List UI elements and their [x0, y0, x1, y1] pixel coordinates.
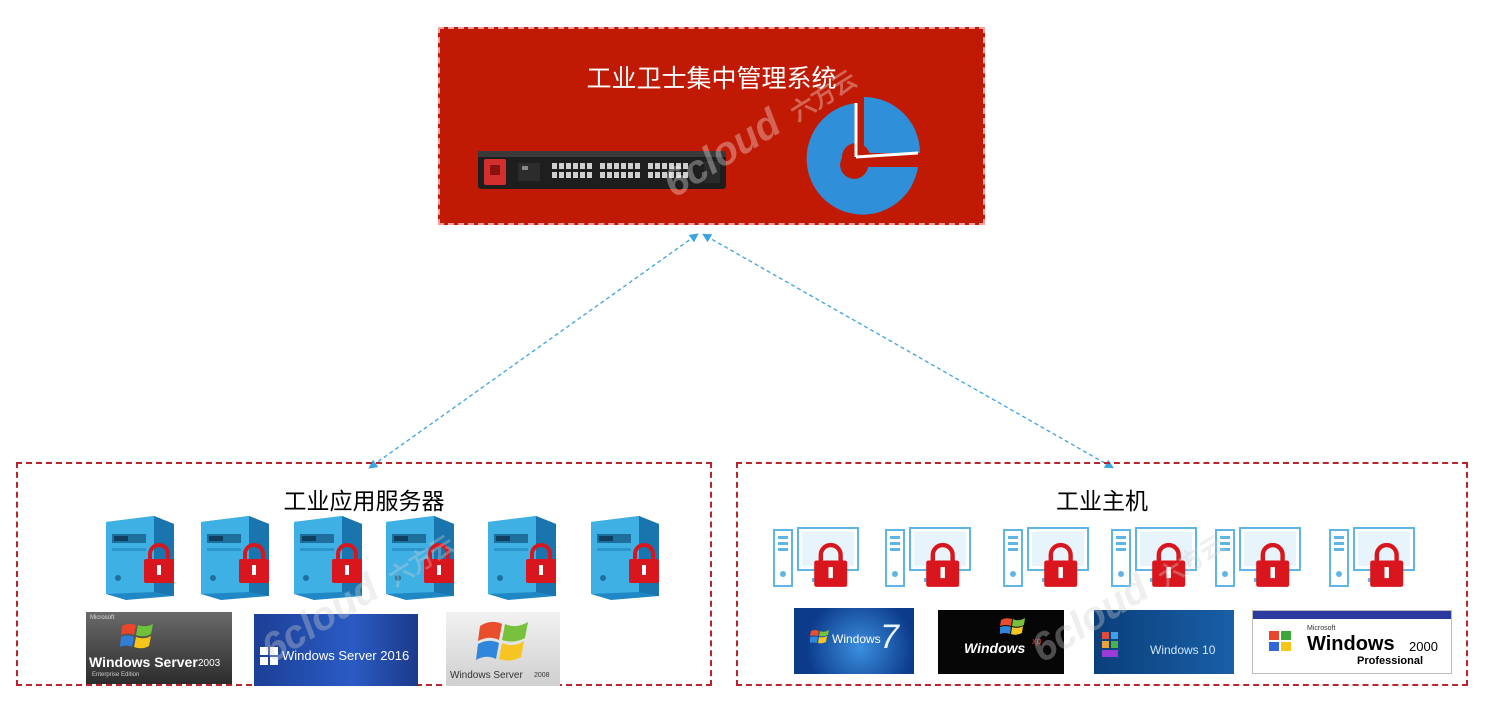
- svg-text:6cloud: 6cloud: [254, 565, 388, 671]
- workstation-icon: [772, 526, 868, 592]
- arrow-to-servers: [368, 233, 699, 469]
- os-logo-winxp: Windows xp: [938, 610, 1064, 674]
- workstation-icon: [1002, 526, 1098, 592]
- windows-flag-icon: [120, 623, 153, 649]
- host-group-title: 工业主机: [1056, 488, 1148, 514]
- svg-text:六方云: 六方云: [384, 530, 460, 592]
- workstation-icon: [1214, 526, 1310, 592]
- lock-icon: [1370, 542, 1404, 587]
- server-icon: [193, 514, 279, 600]
- lock-icon: [926, 542, 960, 587]
- server-icon: [480, 514, 566, 600]
- lock-icon: [239, 543, 269, 583]
- windows-flag-icon: [1269, 631, 1291, 651]
- lock-icon: [526, 543, 556, 583]
- watermark-logo: 6cloud 六方云: [254, 530, 460, 671]
- windows-flag-icon: [1000, 618, 1025, 635]
- os-logo-ws2008: Windows Server 2008: [446, 612, 560, 686]
- svg-text:6cloud: 6cloud: [1024, 565, 1158, 671]
- server-icon: [583, 514, 669, 600]
- dashboard-pie-icon: [806, 97, 920, 215]
- windows-flag-icon: [476, 621, 528, 661]
- central-management-panel: 工业卫士集中管理系统 6cloud 六方云: [438, 27, 985, 225]
- windows-flag-icon: [260, 647, 278, 665]
- server-icon: [286, 514, 372, 600]
- lock-icon: [814, 542, 848, 587]
- server-group-title: 工业应用服务器: [283, 488, 445, 514]
- os-logo-win2000: Microsoft Windows 2000 Professional: [1252, 610, 1452, 674]
- os-logo-win7: Windows 7: [794, 608, 914, 674]
- lock-icon: [424, 543, 454, 583]
- host-icon-row: [738, 526, 1470, 596]
- server-group: 工业应用服务器: [16, 462, 712, 686]
- arrow-to-hosts: [702, 233, 1114, 469]
- server-icon: [378, 514, 464, 600]
- watermark-logo: 6cloud 六方云: [1024, 530, 1230, 671]
- workstation-icon: [884, 526, 980, 592]
- workstation-icon: [1110, 526, 1206, 592]
- os-logo-ws2016: Windows Server 2016: [254, 614, 418, 686]
- lock-icon: [1152, 542, 1186, 587]
- server-icon-row: [18, 514, 714, 600]
- lock-icon: [332, 543, 362, 583]
- central-title: 工业卫士集中管理系统: [586, 65, 837, 93]
- watermark-logo: 6cloud 六方云: [656, 65, 862, 206]
- server-icon: [98, 514, 184, 600]
- windows-flag-icon: [810, 630, 829, 644]
- os-logo-win10: Windows 10: [1094, 610, 1234, 674]
- svg-text:六方云: 六方云: [1154, 530, 1230, 592]
- lock-icon: [1256, 542, 1290, 587]
- tiles-icon: [1102, 632, 1118, 657]
- os-logo-ws2003: Microsoft Windows Server 2003 Enterprise…: [86, 612, 232, 684]
- firewall-appliance-icon: [478, 151, 726, 189]
- host-group: 工业主机: [736, 462, 1468, 686]
- lock-icon: [1044, 542, 1078, 587]
- workstation-icon: [1328, 526, 1424, 592]
- lock-icon: [144, 543, 174, 583]
- lock-icon: [629, 543, 659, 583]
